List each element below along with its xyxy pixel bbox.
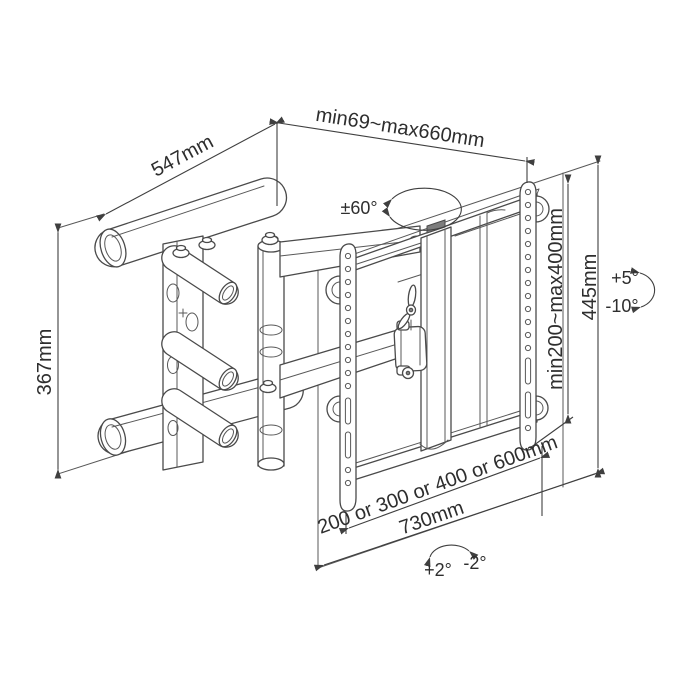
tilt-adjust-knob bbox=[397, 284, 417, 331]
vesa-vertical-range-label: min200~max400mm bbox=[545, 208, 567, 390]
tilt-down-label: -10° bbox=[605, 296, 638, 316]
center-clamp-column bbox=[419, 219, 452, 452]
bar-width-label: 547mm bbox=[148, 131, 217, 182]
dimension-labels: 547mm min69~max660mm ±60° 367mm min200~m… bbox=[34, 104, 639, 580]
dimension-line-730mm bbox=[313, 467, 606, 572]
bracket-height-label: 445mm bbox=[579, 254, 601, 321]
clamp-knobs bbox=[172, 231, 279, 394]
swivel-arc bbox=[381, 187, 462, 231]
level-ccw-label: -2° bbox=[463, 553, 486, 573]
dimension-lines bbox=[54, 116, 656, 572]
wall-height-label: 367mm bbox=[34, 329, 56, 396]
lock-screw bbox=[401, 366, 415, 380]
elbow-pivot-column bbox=[257, 234, 285, 471]
tilt-arc bbox=[629, 267, 656, 314]
level-adjust-arc bbox=[423, 544, 479, 568]
vesa-rail-right bbox=[519, 181, 550, 451]
articulating-elbow-links bbox=[161, 245, 239, 448]
extension-line-min200-max400mm bbox=[529, 416, 574, 449]
level-cw-label: +2° bbox=[424, 560, 452, 580]
tilt-up-label: +5° bbox=[611, 268, 639, 288]
dimension-line-min69-max660mm bbox=[269, 118, 535, 166]
frame-inner-panel bbox=[356, 209, 521, 429]
swivel-range-label: ±60° bbox=[340, 198, 377, 218]
extension-range-label: min69~max660mm bbox=[314, 104, 486, 152]
dimension-line-547mm bbox=[96, 116, 285, 222]
